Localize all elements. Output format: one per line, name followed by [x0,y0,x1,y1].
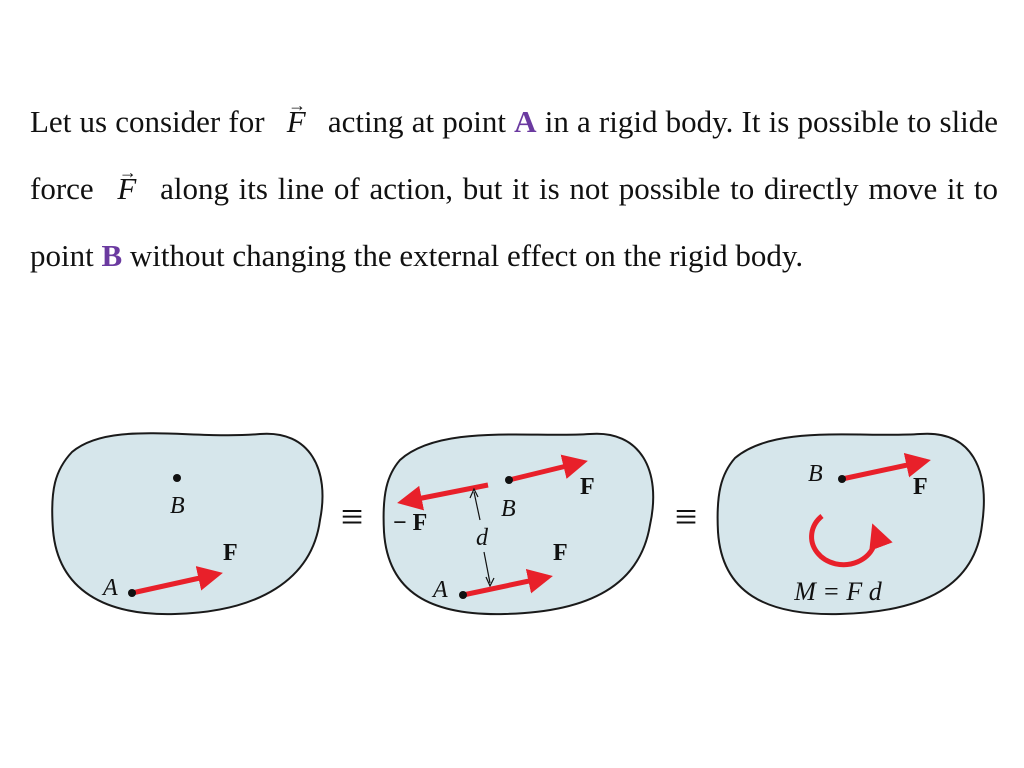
force-vector-symbol-1: →F [287,88,306,155]
text-segment-1: Let us consider for [30,104,265,139]
point-a-dot [128,589,136,597]
force-arrow-f [841,452,931,482]
text-segment-2: acting at point [327,104,506,139]
text-segment-3: in a rigid body. It is possible to slide… [30,104,999,206]
force-vector-symbol-2: →F [117,155,136,222]
text-segment-4: along its line of action, but it is not … [30,171,998,273]
panel3-label-f: F [913,474,928,500]
panel2-label-b: B [501,496,516,522]
distance-arrow-up [473,491,481,521]
point-b-label: B [101,238,123,273]
panel2-label-a: A [431,577,448,603]
rigid-body-shape-2 [382,432,655,616]
rigid-body-shape-1 [51,432,324,616]
point-a-label: A [514,104,537,139]
panel2-label-d: d [476,525,489,551]
force-arrow-neg-f [397,482,489,511]
panel1-label-a: A [101,575,118,601]
panel2-label-neg-f: − F [393,510,427,536]
vector-arrow-icon: → [118,162,137,182]
panel3-moment-equation: M = F d [793,577,883,606]
equivalence-symbol-2: ≡ [675,494,698,539]
force-arrow-f-bottom [462,568,553,598]
force-letter: F [286,104,306,139]
point-b-dot [838,475,846,483]
panel1-label-f: F [223,540,238,566]
force-letter: F [117,171,137,206]
distance-arrowhead-up [469,487,479,499]
distance-arrow-down [483,551,491,584]
vector-arrow-icon: → [288,95,307,115]
force-arrow-f [131,566,223,596]
equivalence-symbol-1: ≡ [341,494,364,539]
panel3-label-b: B [808,461,823,487]
moment-arrow-icon [809,514,893,568]
force-arrow-f-top [508,454,588,483]
panel1-label-b: B [170,493,185,519]
text-segment-5: without changing the external effect on … [129,238,804,273]
distance-arrowhead-down [485,576,495,588]
description-paragraph: Let us consider for →F acting at point A… [30,88,998,289]
rigid-body-shape-3 [716,432,985,616]
point-b-dot [505,476,513,484]
point-b-dot [173,474,181,482]
panel2-label-f-top: F [580,474,595,500]
panel2-label-f-bottom: F [553,540,568,566]
point-a-dot [459,591,467,599]
